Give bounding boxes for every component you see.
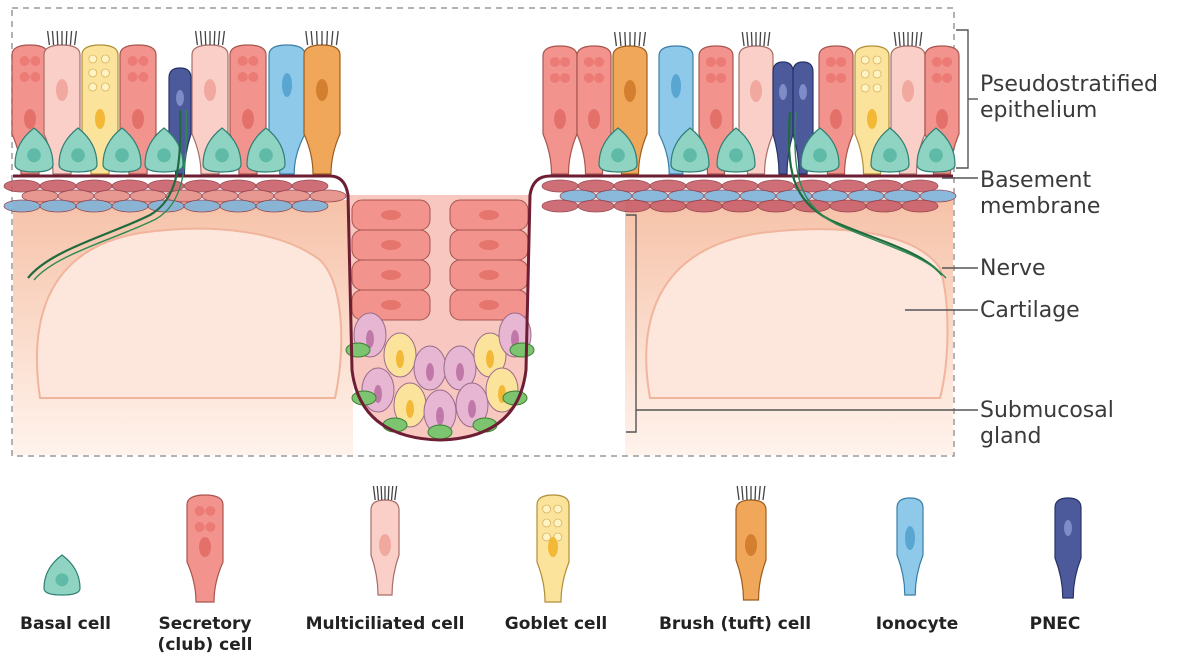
legend-label-multiciliated-cell: Multiciliated cell — [285, 614, 485, 635]
epithelium-left — [12, 31, 340, 174]
brush-cell — [304, 31, 340, 174]
lamina-propria-right — [542, 180, 956, 212]
submucosal-gland — [346, 195, 534, 440]
label-submucosal-gland: Submucosal gland — [980, 398, 1114, 450]
secretory-cell — [187, 495, 223, 602]
multiciliated-cell — [371, 486, 399, 595]
legend-label-secretory-cell: Secretory (club) cell — [140, 614, 270, 656]
legend-label-basal-cell: Basal cell — [8, 614, 123, 635]
legend-label-goblet-cell: Goblet cell — [496, 614, 616, 635]
legend-label-ionocyte: Ionocyte — [862, 614, 972, 635]
goblet-cell — [537, 495, 569, 602]
brush-cell — [736, 486, 766, 600]
ionocyte-cell — [897, 498, 923, 595]
basal-cell — [44, 555, 80, 595]
legend-label-brush-cell: Brush (tuft) cell — [640, 614, 830, 635]
label-pseudostratified-epithelium: Pseudostratified epithelium — [980, 72, 1158, 124]
legend-label-pnec: PNEC — [1010, 614, 1100, 635]
secretory-cell — [543, 46, 577, 174]
cartilage-left — [37, 229, 341, 398]
label-nerve: Nerve — [980, 256, 1046, 282]
pnec-cell — [1055, 498, 1081, 598]
label-basement-membrane: Basement membrane — [980, 168, 1100, 220]
legend-cells — [44, 486, 1081, 602]
label-cartilage: Cartilage — [980, 298, 1080, 324]
epithelium-right — [543, 32, 959, 174]
